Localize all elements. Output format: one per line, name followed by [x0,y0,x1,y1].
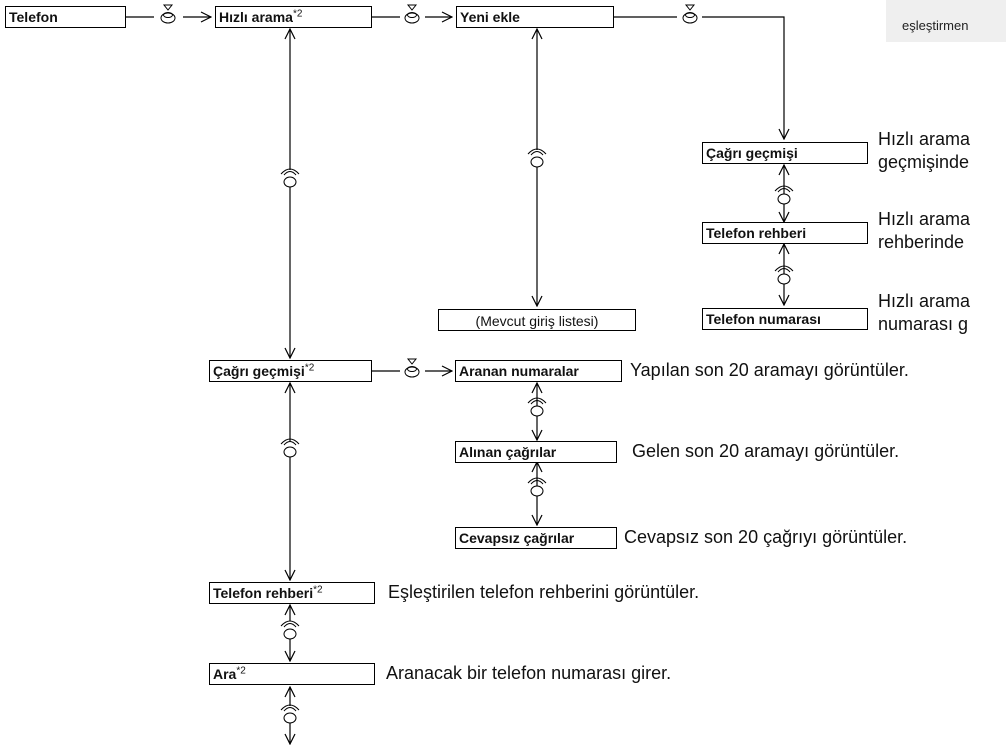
node-yeni-ekle[interactable]: Yeni ekle [456,6,614,28]
desc-hizli-cagri-line2: geçmişinde [878,152,970,172]
node-telefon-rehberi-sub-label: Telefon rehberi [706,225,807,241]
node-cagri-gecmisi[interactable]: Çağrı geçmişi*2 [209,360,372,382]
desc-hizli-numara-line1: Hızlı arama [878,291,971,311]
node-cagri-gecmisi-sub-label: Çağrı geçmişi [706,145,798,161]
desc-hizli-cagri-line1: Hızlı arama [878,129,971,149]
footnote-mark: *2 [304,362,315,374]
node-cevapsiz-cagrilar[interactable]: Cevapsız çağrılar [455,527,617,549]
desc-ara: Aranacak bir telefon numarası girer. [386,663,672,683]
node-telefon-rehberi[interactable]: Telefon rehberi*2 [209,582,375,604]
node-cevapsiz-cagrilar-label: Cevapsız çağrılar [459,530,575,546]
node-telefon-rehberi-sub[interactable]: Telefon rehberi [702,222,868,244]
node-telefon-numarasi-sub-label: Telefon numarası [706,311,821,327]
node-cagri-gecmisi-sub[interactable]: Çağrı geçmişi [702,142,868,164]
top-note-text: eşleştirmen [902,18,969,33]
footnote-mark: *2 [292,8,303,20]
desc-hizli-rehber-line1: Hızlı arama [878,209,971,229]
node-cagri-gecmisi-label: Çağrı geçmişi [213,363,305,379]
node-ara-label: Ara [213,666,237,682]
desc-hizli-cagri-gecmisi: Hızlı arama geçmişinde [878,128,970,174]
node-aranan-numaralar[interactable]: Aranan numaralar [455,360,622,382]
node-mevcut-giris-listesi[interactable]: (Mevcut giriş listesi) [438,309,636,331]
node-telefon-label: Telefon [9,9,58,25]
node-mevcut-giris-label: (Mevcut giriş listesi) [475,313,599,329]
top-note-box: eşleştirmen [886,0,1006,42]
node-yeni-ekle-label: Yeni ekle [460,9,520,25]
desc-aranan-numaralar: Yapılan son 20 aramayı görüntüler. [630,360,909,380]
desc-alinan-cagrilar: Gelen son 20 aramayı görüntüler. [632,441,900,461]
node-telefon-numarasi-sub[interactable]: Telefon numarası [702,308,868,330]
node-telefon[interactable]: Telefon [5,6,126,28]
desc-hizli-rehber-line2: rehberinde [878,232,965,252]
node-hizli-arama[interactable]: Hızlı arama*2 [215,6,372,28]
node-alinan-cagrilar[interactable]: Alınan çağrılar [455,441,617,463]
footnote-mark: *2 [236,665,246,677]
desc-cevapsiz-cagrilar: Cevapsız son 20 çağrıyı görüntüler. [624,527,908,547]
footnote-mark: *2 [313,584,323,596]
desc-hizli-telefon-numarasi: Hızlı arama numarası g [878,290,970,336]
arrow-yeni-cagri-sub [702,16,784,139]
desc-telefon-rehberi: Eşleştirilen telefon rehberini görüntüle… [388,582,700,602]
node-telefon-rehberi-label: Telefon rehberi [213,585,314,601]
desc-hizli-numara-line2: numarası g [878,314,969,334]
node-aranan-numaralar-label: Aranan numaralar [459,363,579,379]
node-ara[interactable]: Ara*2 [209,663,375,685]
node-hizli-arama-label: Hızlı arama [219,9,293,25]
node-alinan-cagrilar-label: Alınan çağrılar [459,444,557,460]
desc-hizli-telefon-rehberi: Hızlı arama rehberinde [878,208,970,254]
